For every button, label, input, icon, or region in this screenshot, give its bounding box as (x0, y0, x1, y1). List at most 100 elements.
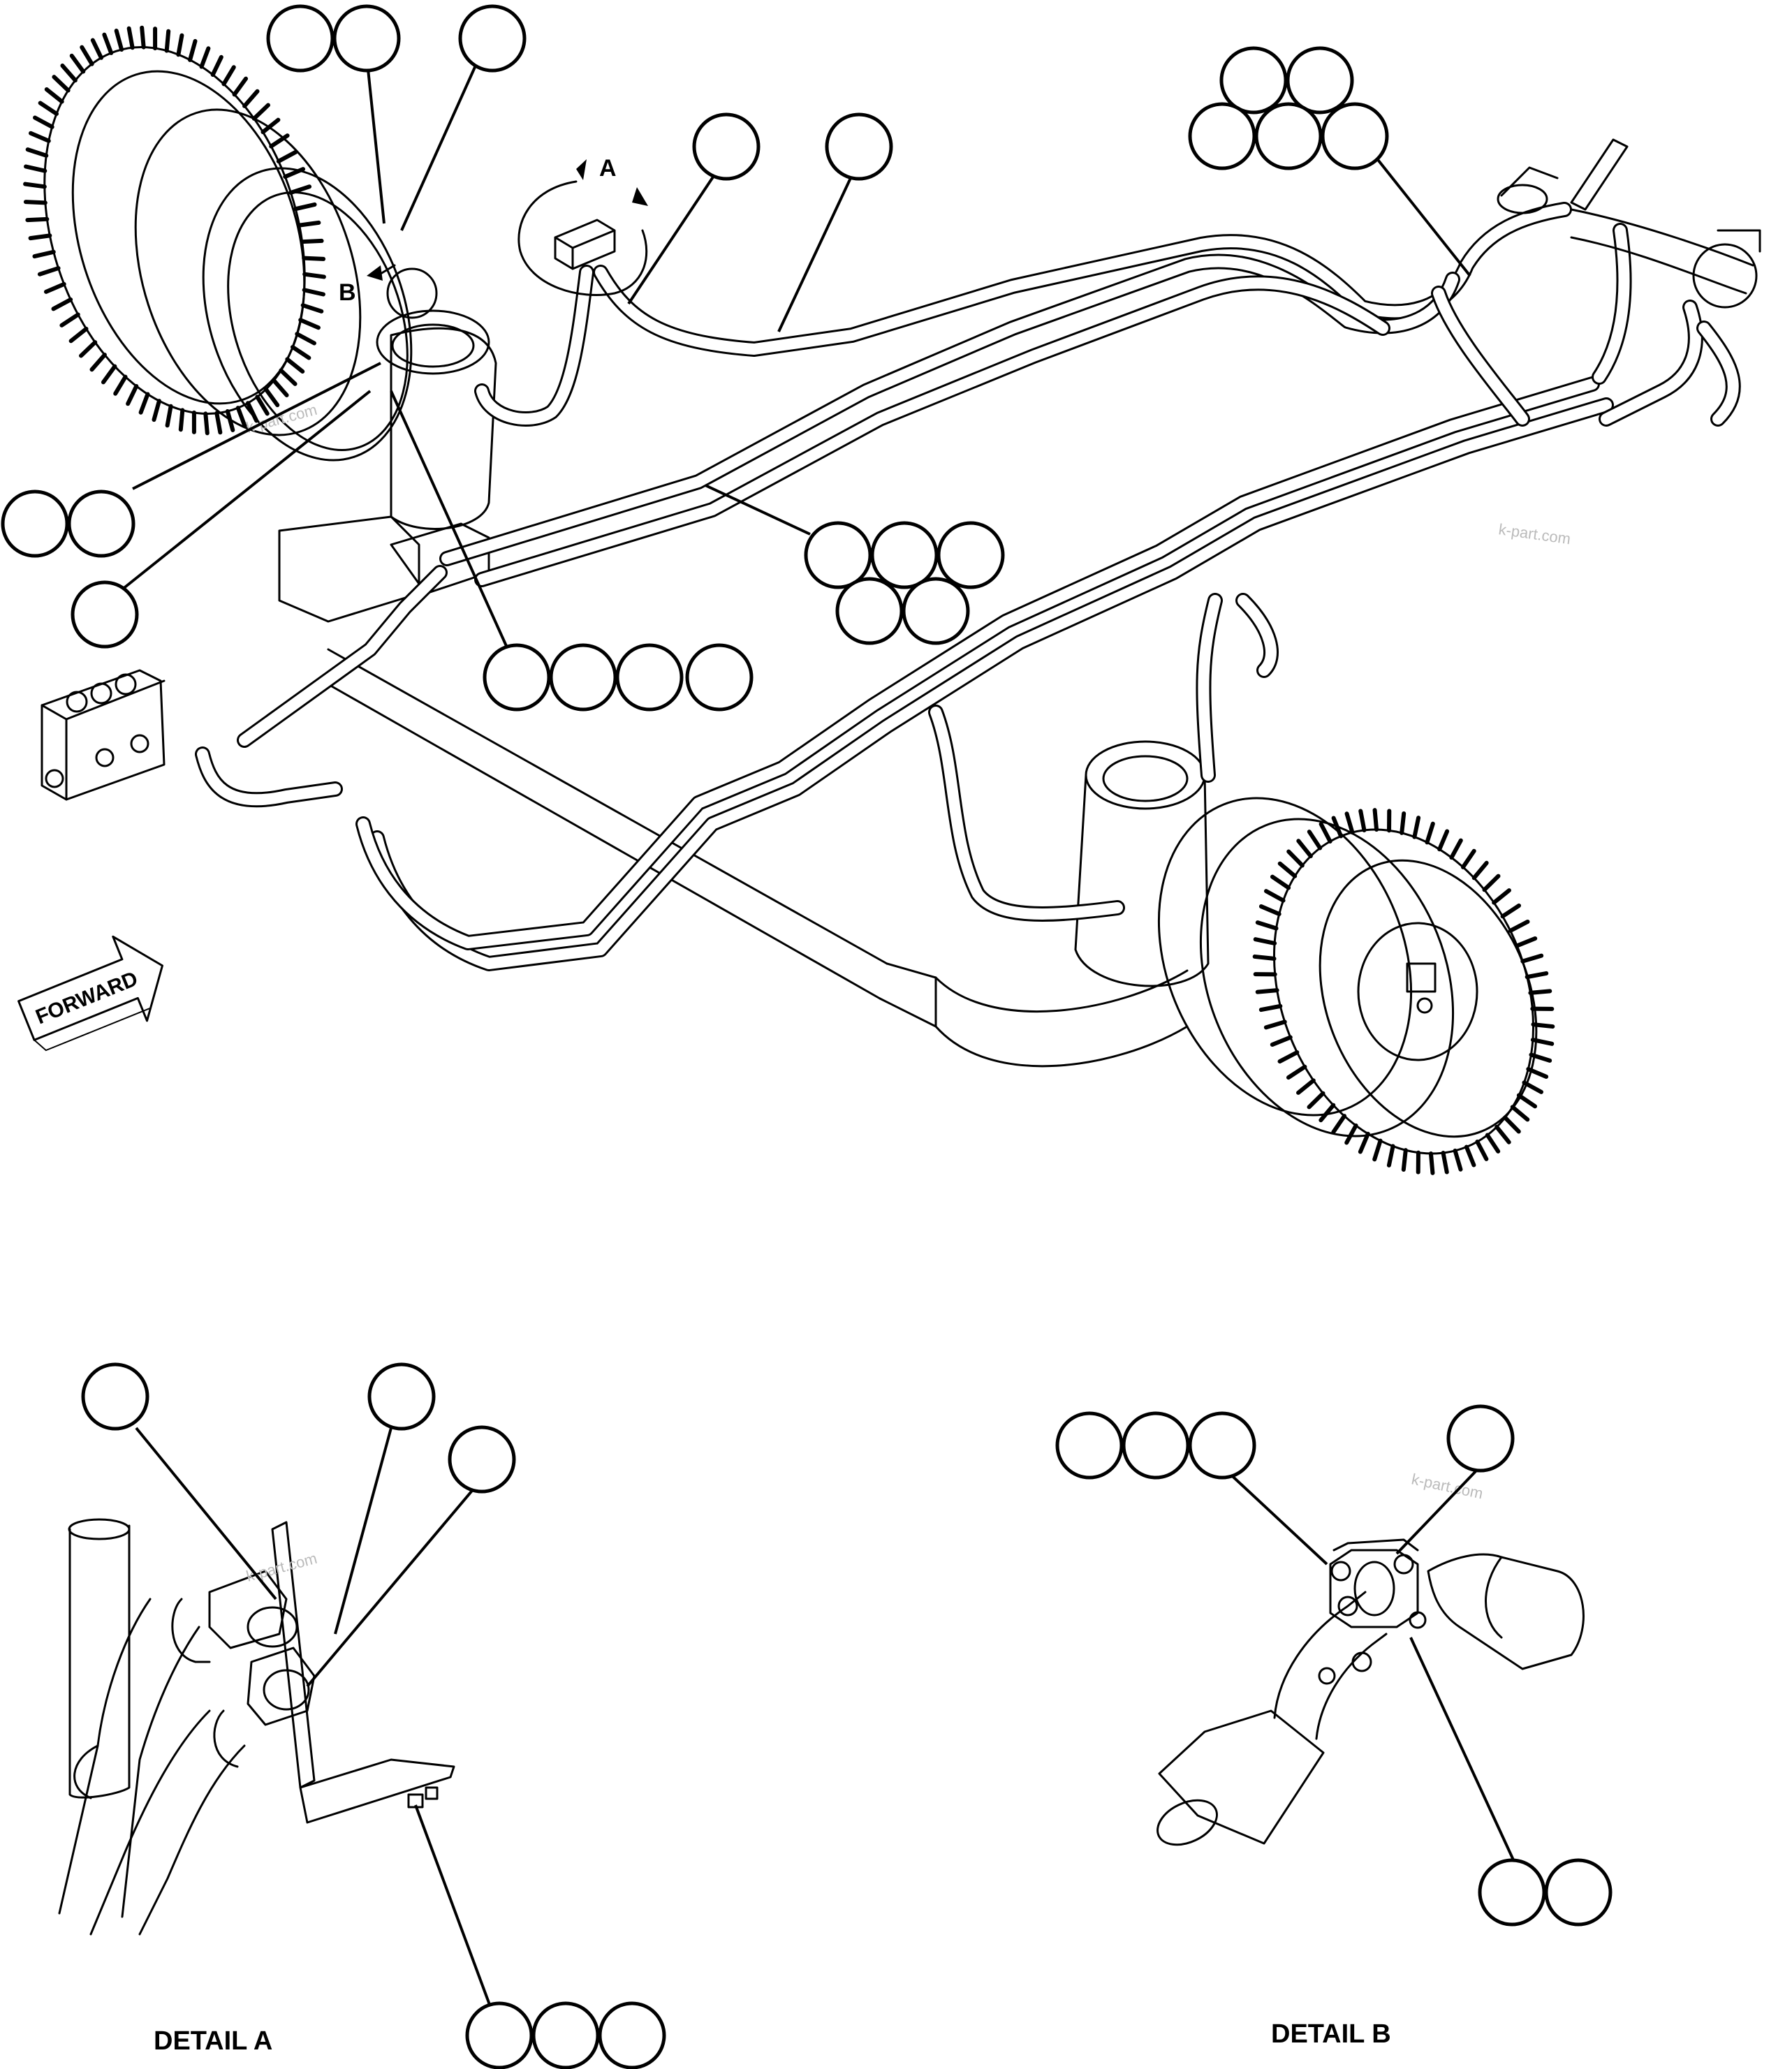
hub-tooth (24, 164, 47, 173)
hub-tooth (1286, 849, 1305, 868)
callout-balloon (804, 521, 872, 589)
hub-tooth (295, 332, 316, 346)
hub-tooth (1428, 1151, 1435, 1175)
left-spindle (278, 309, 497, 623)
callout-balloon (937, 521, 1005, 589)
hub-tooth (178, 408, 185, 432)
hub-tooth (235, 406, 247, 429)
hub-tooth (1503, 1115, 1521, 1134)
hydraulic-hose-fill (1237, 595, 1277, 676)
view-b-marker: B (339, 264, 438, 319)
watermark-3: k-part.com (244, 1549, 319, 1585)
callout-balloon (531, 2001, 600, 2069)
hub-tooth (260, 117, 281, 135)
callout-balloon (615, 643, 684, 712)
hub-tooth (1344, 1123, 1358, 1145)
hub-tooth (188, 38, 198, 62)
hydraulic-hose-fill (1698, 323, 1739, 425)
callout-balloon (465, 2001, 534, 2069)
hub-tooth (60, 64, 78, 83)
callout-balloon (825, 112, 893, 181)
hub-tooth (246, 401, 259, 423)
hub-tooth (279, 368, 298, 386)
hub-tooth (1286, 1064, 1307, 1080)
hub-tooth (297, 220, 321, 228)
hub-tooth (164, 29, 171, 53)
hydraulic-hose-fill (930, 707, 1123, 920)
callout-balloon (870, 521, 939, 589)
right-wheel-hub (1157, 797, 1555, 1175)
hydraulic-hose-fill (476, 267, 592, 425)
hub-tooth (1412, 816, 1421, 839)
hub-tooth (1258, 904, 1281, 917)
hub-tooth (1492, 888, 1511, 905)
hub-tooth (1296, 839, 1313, 859)
forward-arrow: FORWARD (17, 935, 164, 1052)
callout-balloon (1478, 1858, 1546, 1927)
hub-tooth (276, 149, 298, 163)
hub-tooth (1296, 1078, 1316, 1095)
hub-tooth (302, 256, 326, 261)
hub-tooth (1270, 874, 1291, 890)
hub-tooth (1482, 874, 1501, 892)
hose-network (195, 202, 1741, 971)
hydraulic-hose-fill (1198, 595, 1221, 781)
hub-tooth (199, 46, 211, 69)
hub-tooth (140, 25, 146, 50)
hub-tooth (1255, 920, 1279, 931)
hub-tooth (1344, 811, 1355, 835)
hub-tooth (203, 411, 210, 436)
hub-tooth (138, 392, 150, 415)
hub-tooth (1530, 1038, 1555, 1046)
callout-balloon (1055, 1411, 1124, 1480)
hub-tooth (1319, 1103, 1336, 1123)
hydraulic-hose-fill (476, 277, 1388, 585)
view-b-label: B (339, 279, 356, 306)
callout-balloon (549, 643, 617, 712)
callout-balloon (598, 2001, 666, 2069)
hub-tooth (225, 408, 235, 432)
hub-tooth (285, 357, 305, 374)
hub-tooth (210, 54, 223, 78)
hub-tooth (1425, 821, 1435, 845)
hub-tooth (1263, 1019, 1287, 1030)
hub-tooth (1510, 1105, 1530, 1122)
hub-tooth (28, 233, 52, 241)
hub-tooth (251, 103, 270, 121)
hub-tooth (1277, 861, 1298, 878)
hub-tooth (1531, 1022, 1555, 1029)
view-a-label: A (599, 155, 617, 182)
hub-tooth (1255, 988, 1279, 994)
hub-tooth (1528, 989, 1552, 995)
hub-tooth (52, 75, 71, 93)
hub-tooth (38, 101, 59, 116)
hub-tooth (126, 383, 139, 406)
hub-tooth (1494, 1124, 1511, 1144)
hub-tooth (291, 345, 311, 360)
callout-balloon (835, 577, 904, 645)
hub-tooth (89, 353, 107, 372)
hub-tooth (44, 87, 64, 104)
axle-beam (327, 648, 1189, 1068)
hub-tooth (1525, 971, 1549, 980)
hub-tooth (298, 318, 321, 330)
hub-tooth (1460, 848, 1476, 869)
hub-tooth (293, 202, 317, 212)
callout-balloon (332, 4, 401, 73)
hub-tooth (126, 26, 135, 50)
detail-a-label: DETAIL A (154, 2026, 272, 2056)
hub-tooth (165, 404, 173, 428)
hub-tooth (80, 45, 94, 66)
callout-balloon (1188, 1411, 1256, 1480)
hub-tooth (1358, 809, 1367, 832)
hub-tooth (214, 411, 223, 435)
hub-tooth (33, 115, 54, 129)
hydraulic-hose-fill (1601, 302, 1701, 425)
view-a-marker: A (517, 155, 648, 296)
watermark-1: k-part.com (244, 401, 319, 436)
hydraulic-hose (928, 705, 1125, 922)
callout-balloon (1, 489, 69, 558)
hub-tooth (1485, 1133, 1501, 1154)
hub-tooth (1522, 1080, 1544, 1094)
